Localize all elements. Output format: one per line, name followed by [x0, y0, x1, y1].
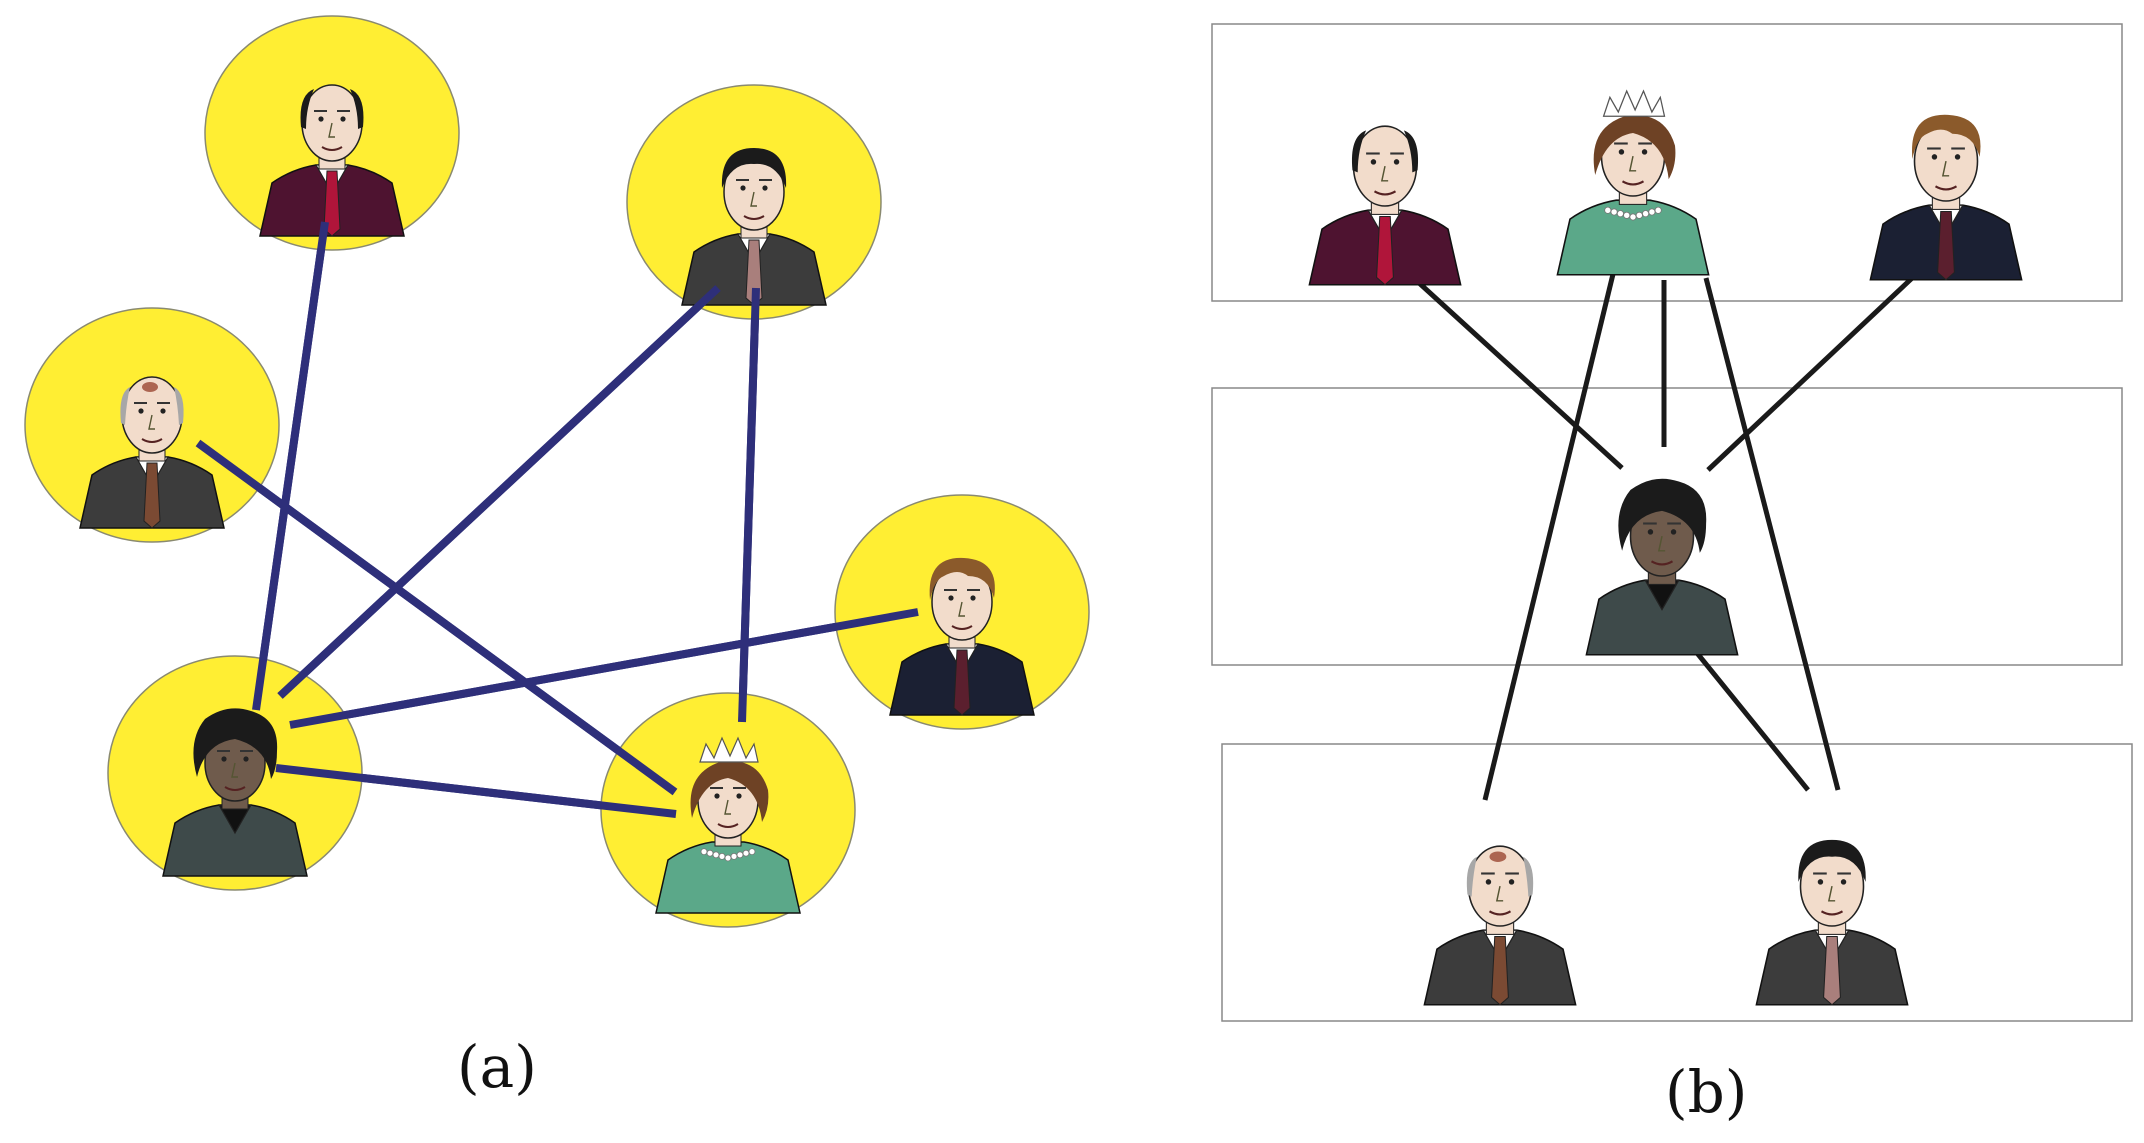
bald-man-maroon-suit-portrait [259, 84, 405, 237]
graph-a-node-p1 [204, 15, 460, 251]
graph-b-edges [1416, 263, 1928, 801]
graph-b-edge-p6-p2 [1703, 277, 1841, 791]
caption-b: (b) [1665, 1058, 1748, 1126]
graph-b-node-p6 [1556, 89, 1710, 276]
graph-a-edge-overlay-p5-p6 [275, 764, 677, 818]
curly-haired-man-portrait [1585, 478, 1739, 656]
graph-b-edge-p5-p2 [1678, 630, 1810, 792]
graph-b-node-p3 [1423, 845, 1577, 1006]
queen-with-tiara-portrait [1556, 89, 1710, 276]
queen-with-tiara-portrait [655, 736, 801, 914]
graph-b-edge-p6-p3 [1482, 269, 1617, 801]
man-with-birthmark-portrait [79, 376, 225, 529]
grey-haired-man-navy-suit-portrait [1869, 114, 2023, 281]
bald-man-maroon-suit-portrait [1308, 125, 1462, 286]
graph-b-nodes [1308, 89, 2023, 1006]
grey-haired-man-navy-suit-portrait [889, 557, 1035, 716]
curly-haired-man-portrait [162, 708, 308, 877]
man-with-birthmark-portrait [1423, 845, 1577, 1006]
graph-a-edge-overlay-p4-p5 [289, 608, 919, 729]
dark-haired-man-grey-suit-portrait [1755, 839, 1909, 1006]
graph-a [24, 15, 1090, 928]
graph-b-node-p2 [1755, 839, 1909, 1006]
graph-b-node-p5 [1585, 478, 1739, 656]
graph-a-edge-overlay-p1-p5 [252, 221, 329, 711]
graph-a-edge-overlay-p3-p6 [195, 439, 678, 796]
graph-a-node-p2 [626, 84, 882, 320]
graph-a-node-p3 [24, 307, 280, 543]
graph-b [1211, 23, 2133, 1022]
graph-b-node-p1 [1308, 125, 1462, 286]
graph-b-panel-3 [1221, 743, 2133, 1022]
caption-a: (a) [457, 1033, 537, 1101]
graph-a-nodes [24, 15, 1090, 928]
graph-a-node-p4 [834, 494, 1090, 730]
graph-a-edge-overlay-p2-p5 [277, 285, 721, 699]
graph-b-node-p4 [1869, 114, 2023, 281]
graph-a-node-p5 [107, 655, 363, 891]
graph-a-node-p6 [600, 692, 856, 928]
graph-b-edge-p1-p5 [1416, 280, 1624, 470]
graph-b-panels [1211, 23, 2133, 1022]
graph-a-edge-overlay-p2-p6 [738, 287, 760, 723]
